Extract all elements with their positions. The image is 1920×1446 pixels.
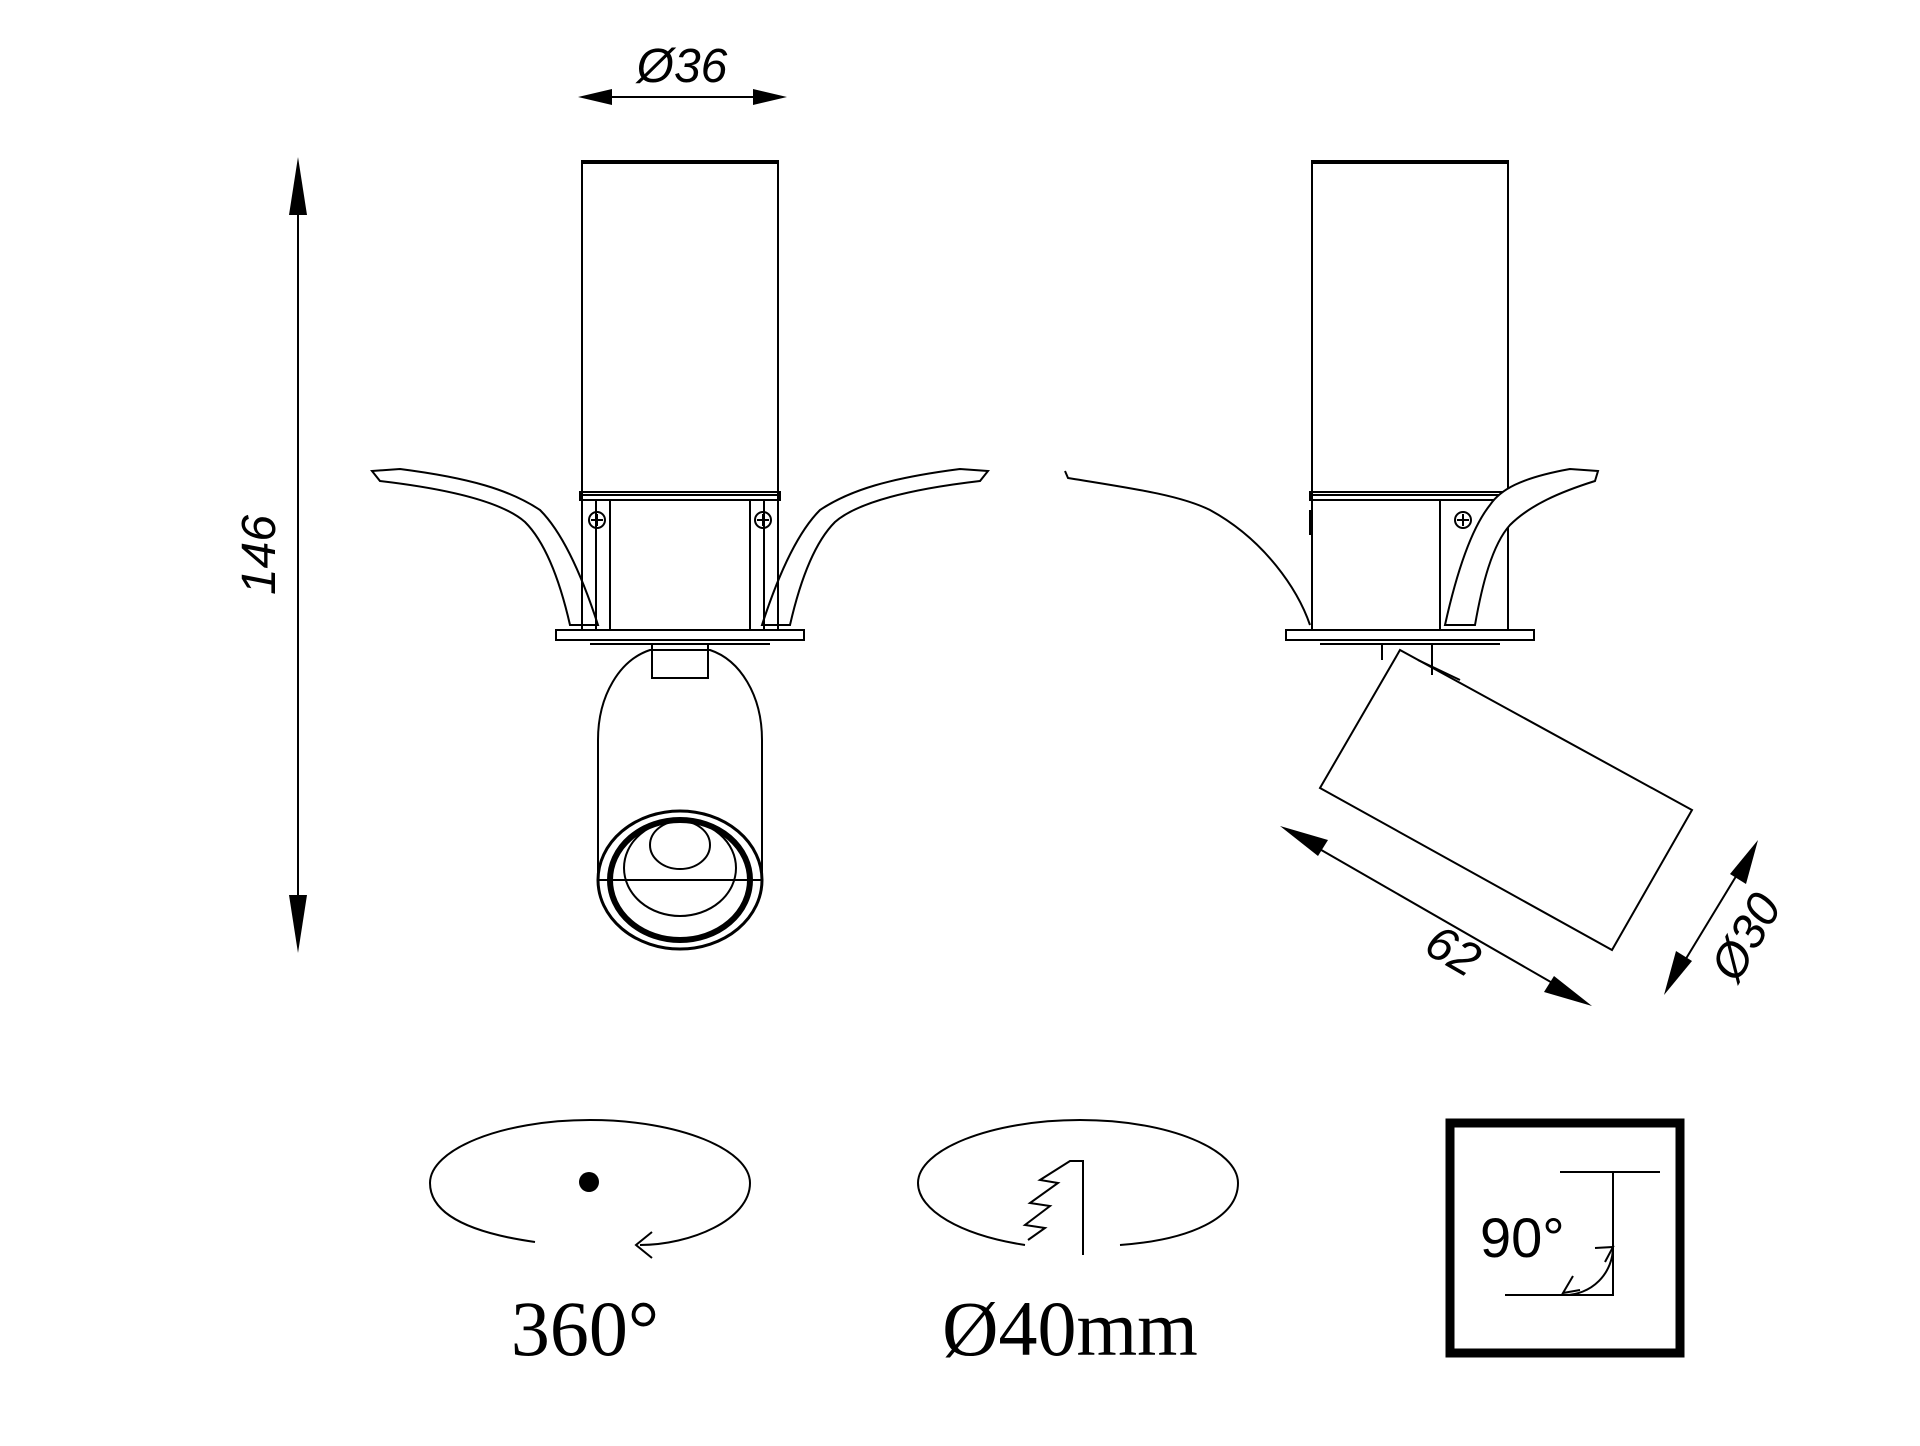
front-neck: [651, 643, 709, 679]
ceiling-cut-icon: [1022, 1160, 1084, 1255]
height-label: 146: [233, 515, 286, 595]
rotation-label: 360°: [511, 1285, 659, 1372]
side-housing-cylinder: [1311, 160, 1509, 496]
head-diameter-dimension: Ø30: [1664, 840, 1792, 995]
cutout-label: Ø40mm: [942, 1285, 1198, 1372]
cutout-feature: Ø40mm: [916, 1118, 1240, 1372]
front-view: Ø36 146: [233, 40, 990, 953]
tilt-feature: 90°: [1445, 1118, 1685, 1358]
top-diameter-dimension: Ø36: [578, 40, 787, 105]
head-diameter-label: Ø30: [1700, 884, 1792, 991]
cutout-ellipse-icon: [916, 1118, 1240, 1246]
head-length-label: 62: [1416, 915, 1489, 988]
front-housing-cylinder: [581, 160, 779, 496]
front-right-spring-clip: [760, 467, 990, 626]
tilt-label: 90°: [1480, 1206, 1565, 1269]
top-diameter-label: Ø36: [635, 40, 728, 93]
side-left-spring-clip: [1064, 470, 1311, 626]
front-lens-outer-ring: [596, 809, 764, 951]
side-right-spring-clip: [1443, 467, 1600, 626]
front-bracket: [581, 494, 779, 631]
rotation-feature: 360°: [428, 1118, 752, 1372]
side-trim-flange: [1285, 629, 1535, 641]
front-trim-flange: [555, 629, 805, 641]
rotation-arrow-icon: [428, 1118, 752, 1246]
front-left-spring-clip: [370, 467, 600, 626]
front-lens: [649, 820, 711, 870]
side-tilted-lamp-head: [1318, 648, 1694, 952]
side-view: 62 Ø30: [1064, 160, 1792, 1006]
tilt-frame: [1445, 1118, 1685, 1358]
front-lamp-head: [597, 649, 763, 881]
pivot-dot-icon: [579, 1172, 599, 1192]
height-dimension: 146: [233, 157, 307, 953]
